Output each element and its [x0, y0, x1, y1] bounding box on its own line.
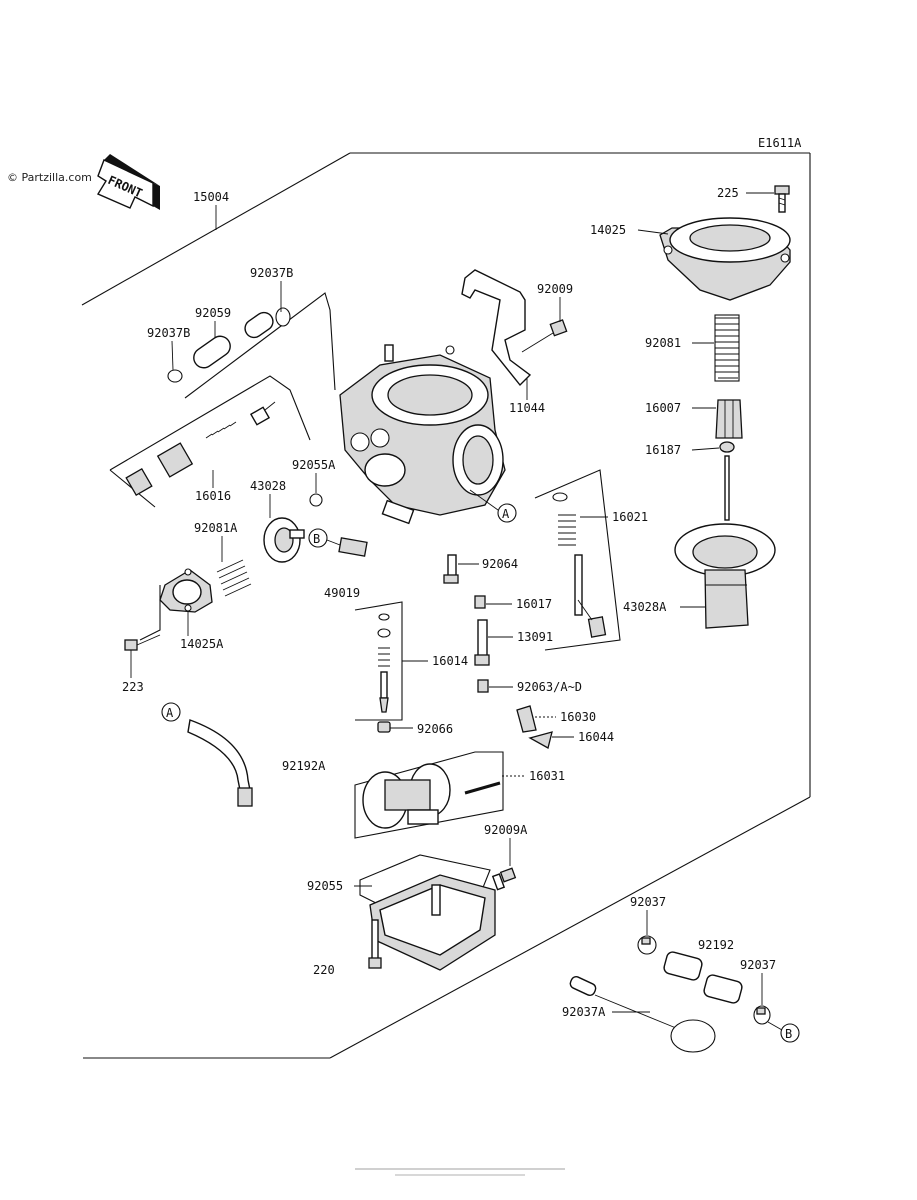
label-92037-top: 92037 [630, 895, 666, 909]
label-16016: 16016 [195, 489, 231, 503]
screw-92064 [443, 554, 459, 584]
label-92192a: 92192A [282, 759, 326, 773]
label-14025: 14025 [590, 223, 626, 237]
pump-cover-14025a [159, 568, 213, 613]
label-43028: 43028 [250, 479, 286, 493]
tube-13091 [474, 619, 490, 666]
float-valve-16030 [516, 705, 537, 733]
needle-16187 [719, 441, 735, 521]
svg-text:A: A [166, 706, 174, 720]
diagram-code: E1611A [758, 136, 802, 150]
label-92081a: 92081A [194, 521, 238, 535]
float-subframe [354, 751, 504, 839]
label-220: 220 [313, 963, 335, 977]
label-92066: 92066 [417, 722, 453, 736]
float-92192a [362, 763, 451, 829]
label-14025a: 14025A [180, 637, 224, 651]
pilot-jet-16014 [377, 613, 391, 713]
clip-16044 [528, 731, 553, 749]
label-92037b-top: 92037B [250, 266, 293, 280]
callout-a-body: A [469, 489, 517, 523]
o-ring-92055a [309, 493, 323, 507]
label-92059: 92059 [195, 306, 231, 320]
label-15004: 15004 [193, 190, 229, 204]
label-13091: 13091 [517, 630, 553, 644]
hose-subframe [184, 292, 336, 399]
label-16017: 16017 [516, 597, 552, 611]
screw-92009 [521, 319, 568, 353]
label-92055a: 92055A [292, 458, 336, 472]
top-cover-14025 [659, 217, 791, 301]
label-16021: 16021 [612, 510, 648, 524]
clip-92037-right [753, 1005, 771, 1025]
carburetor-body [339, 344, 506, 525]
assembly-frame [81, 152, 811, 1059]
clip-92037-top [637, 935, 657, 955]
label-43028a: 43028A [623, 600, 667, 614]
screw-92009a [491, 867, 517, 891]
spring-92081a [216, 559, 252, 597]
callout-b-screw: B [308, 528, 368, 557]
screw-225 [774, 185, 790, 213]
callout-a-hose: A [161, 702, 253, 807]
label-49019: 49019 [324, 586, 360, 600]
footer-fineprint-2 [395, 1174, 525, 1176]
label-92055: 92055 [307, 879, 343, 893]
screw-220 [368, 919, 382, 969]
label-11044: 11044 [509, 401, 545, 415]
label-92063: 92063/A~D [517, 680, 582, 694]
label-92064: 92064 [482, 557, 518, 571]
label-92009a: 92009A [484, 823, 528, 837]
label-16031: 16031 [529, 769, 565, 783]
pilot-screw-16016 [125, 401, 276, 497]
label-92037-right: 92037 [740, 958, 776, 972]
callout-b-lower: B [767, 1021, 800, 1043]
float-bowl-220 [359, 854, 496, 971]
needle-assembly-16021 [552, 492, 607, 638]
hose-92192 [663, 951, 743, 1004]
label-16014: 16014 [432, 654, 468, 668]
diaphragm-43028 [263, 517, 305, 563]
partzilla-watermark: © Partzilla.com [7, 171, 92, 184]
label-92081: 92081 [645, 336, 681, 350]
label-225: 225 [717, 186, 739, 200]
hose-92059 [167, 307, 291, 383]
needle-bracket [534, 469, 621, 651]
label-16044: 16044 [578, 730, 614, 744]
cap-92066 [377, 721, 391, 733]
footer-fineprint [355, 1168, 565, 1170]
pilot-jet-bracket [354, 601, 403, 721]
label-16187: 16187 [645, 443, 681, 457]
label-92037a: 92037A [562, 1005, 606, 1019]
bracket-11044 [461, 269, 532, 387]
label-16007: 16007 [645, 401, 681, 415]
svg-text:B: B [785, 1027, 792, 1041]
front-arrow-icon: FRONT [96, 154, 160, 210]
spring-92081 [714, 314, 740, 382]
label-16030: 16030 [560, 710, 596, 724]
label-92009: 92009 [537, 282, 573, 296]
label-92037b-left: 92037B [147, 326, 190, 340]
holder-16007 [715, 399, 743, 439]
jet-92063 [477, 679, 489, 693]
svg-text:A: A [502, 507, 510, 521]
screw-223 [124, 634, 161, 651]
label-223: 223 [122, 680, 144, 694]
jet-16017 [474, 595, 486, 609]
part-labels: 15004 225 14025 92037B 92009 92059 92037… [122, 186, 776, 1019]
label-92192: 92192 [698, 938, 734, 952]
tool-92037a [569, 976, 716, 1053]
pin-16031 [464, 781, 501, 795]
svg-text:B: B [313, 532, 320, 546]
diaphragm-43028a [674, 523, 776, 629]
pump-bracket-line [139, 585, 161, 641]
